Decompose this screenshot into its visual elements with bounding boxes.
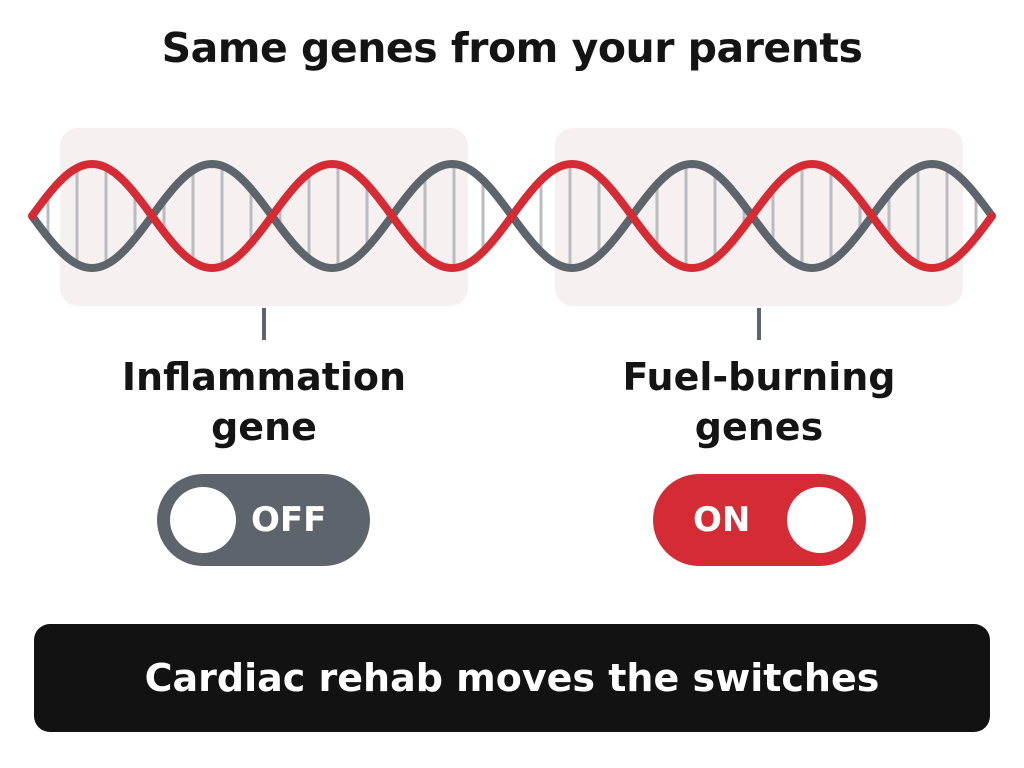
connector-inflammation (262, 308, 266, 340)
switch-knob (170, 487, 236, 553)
inflammation-label-line2: gene (211, 405, 317, 449)
inflammation-switch[interactable]: OFF (157, 474, 370, 566)
fuel-burning-label-line1: Fuel-burning (622, 355, 896, 399)
page-title: Same genes from your parents (161, 24, 863, 72)
fuel-burning-label-line2: genes (694, 405, 824, 449)
dna-strand-red (28, 159, 996, 273)
dna-double-helix (28, 159, 996, 273)
banner: Cardiac rehab moves the switches (34, 624, 990, 732)
fuel-burning-switch[interactable]: ON (653, 474, 866, 566)
switch-state-on: ON (693, 500, 751, 540)
banner-text: Cardiac rehab moves the switches (144, 656, 880, 700)
switch-knob (787, 487, 853, 553)
fuel-burning-gene-label: Fuel-burning genes (579, 352, 939, 452)
inflammation-label-line1: Inflammation (121, 355, 407, 399)
highlight-inflammation (60, 128, 468, 306)
highlight-fuel-burning (555, 128, 963, 306)
connector-fuel-burning (757, 308, 761, 340)
inflammation-gene-label: Inflammation gene (84, 352, 444, 452)
switch-state-off: OFF (251, 500, 327, 540)
